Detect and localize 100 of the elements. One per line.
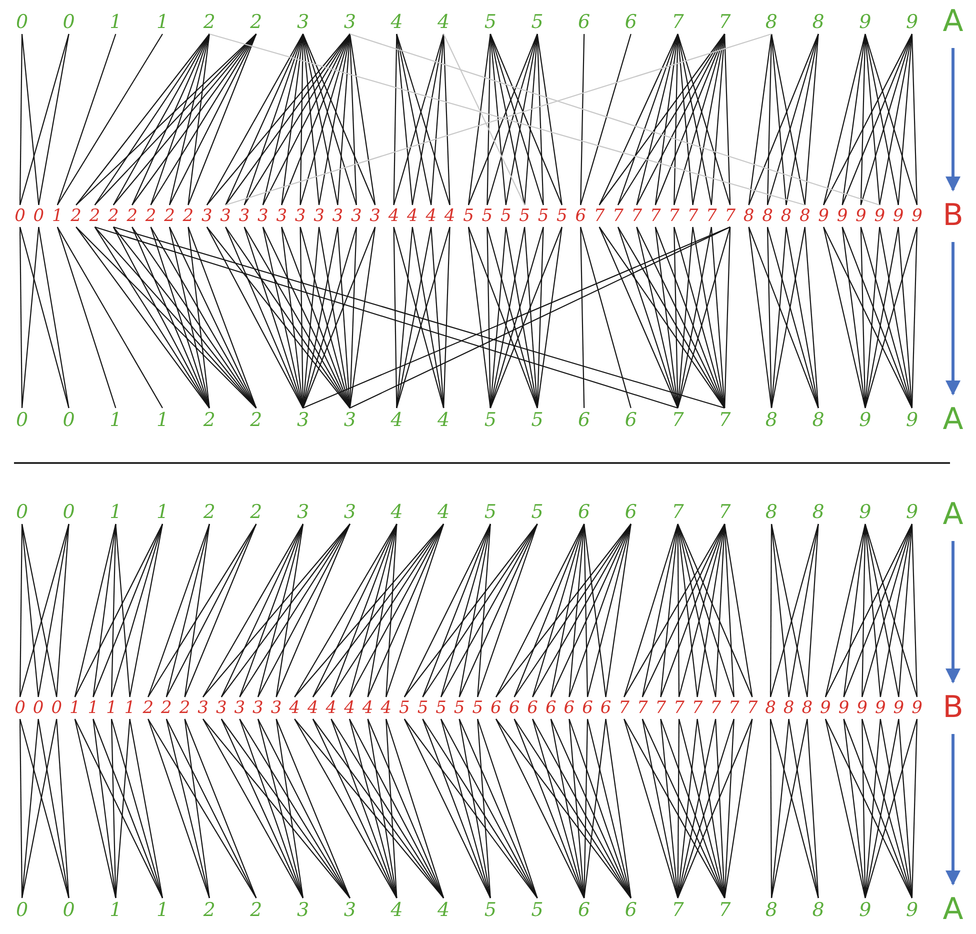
digit-label: 7 xyxy=(654,697,668,719)
stage-label: A xyxy=(938,402,968,438)
digit-label: 7 xyxy=(648,205,662,227)
digit-label: 6 xyxy=(622,898,639,922)
stage-label: A xyxy=(938,892,968,928)
digit-label: 9 xyxy=(892,697,906,719)
digit-label: 5 xyxy=(518,205,532,227)
arrow xyxy=(946,242,960,396)
digit-label: 8 xyxy=(763,898,780,922)
digit-label: 7 xyxy=(617,697,632,719)
digit-label: 3 xyxy=(368,205,382,227)
digit-label: 2 xyxy=(178,697,192,719)
digit-label: 2 xyxy=(181,205,196,227)
stage-label: B xyxy=(938,690,968,726)
digit-label: 7 xyxy=(611,205,625,227)
stage-label: A xyxy=(938,497,968,533)
digit-label: 0 xyxy=(60,500,77,524)
stage-label: B xyxy=(938,198,968,234)
digit-label: 0 xyxy=(13,697,27,719)
digit-label: 4 xyxy=(388,898,405,922)
digit-label: 7 xyxy=(667,205,682,227)
digit-label: 3 xyxy=(196,697,210,719)
digit-label: 7 xyxy=(592,205,606,227)
digit-label: 2 xyxy=(159,697,174,719)
digit-label: 1 xyxy=(154,10,171,34)
digit-label: 5 xyxy=(554,205,569,227)
digit-label: 0 xyxy=(60,898,77,922)
digit-label: 1 xyxy=(154,500,171,524)
digit-label: 7 xyxy=(635,697,650,719)
digit-label: 6 xyxy=(488,697,503,719)
digit-label: 5 xyxy=(452,697,466,719)
digit-label: 4 xyxy=(388,10,405,34)
digit-label: 5 xyxy=(482,408,498,432)
digit-label: 4 xyxy=(388,500,405,524)
digit-label: 4 xyxy=(379,697,394,719)
digit-label: 8 xyxy=(779,205,794,227)
digit-label: 3 xyxy=(342,500,358,524)
digit-label: 6 xyxy=(576,10,592,34)
digit-label: 1 xyxy=(122,697,137,719)
digit-label: 2 xyxy=(88,205,102,227)
digit-label: 7 xyxy=(723,205,738,227)
digit-label: 1 xyxy=(104,697,119,719)
digit-label: 6 xyxy=(576,408,592,432)
digit-label: 3 xyxy=(342,10,358,34)
digit-label: 6 xyxy=(622,10,639,34)
digit-label: 2 xyxy=(141,697,156,719)
digit-label: 9 xyxy=(855,697,870,719)
digit-label: 0 xyxy=(14,10,30,34)
digit-label: 4 xyxy=(442,205,457,227)
digit-label: 6 xyxy=(574,205,588,227)
digit-label: 9 xyxy=(857,500,874,524)
digit-label: 5 xyxy=(416,697,430,719)
digit-label: 9 xyxy=(891,205,906,227)
digit-label: 2 xyxy=(69,205,84,227)
digit-label: 5 xyxy=(462,205,476,227)
digit-label: 1 xyxy=(108,10,124,34)
digit-label: 6 xyxy=(562,697,576,719)
digit-label: 0 xyxy=(13,205,27,227)
digit-label: 9 xyxy=(904,898,920,922)
digit-label: 0 xyxy=(60,408,77,432)
digit-label: 8 xyxy=(742,205,756,227)
digit-label: 7 xyxy=(716,10,733,34)
digit-label: 6 xyxy=(507,697,522,719)
digit-label: 3 xyxy=(250,697,265,719)
digit-label: 5 xyxy=(397,697,412,719)
digit-label: 7 xyxy=(686,205,700,227)
digit-label: 2 xyxy=(248,10,264,34)
digit-label: 9 xyxy=(873,697,888,719)
digit-label: 1 xyxy=(154,898,171,922)
digit-label: 7 xyxy=(716,500,733,524)
digit-label: 2 xyxy=(201,500,218,524)
digit-label: 7 xyxy=(716,898,733,922)
digit-label: 4 xyxy=(436,408,452,432)
digit-label: 1 xyxy=(108,408,124,432)
digit-label: 2 xyxy=(125,205,140,227)
digit-label: 8 xyxy=(798,205,812,227)
digit-label: 3 xyxy=(295,500,312,524)
digit-label: 1 xyxy=(50,205,64,227)
digit-label: 9 xyxy=(910,697,924,719)
digit-label: 4 xyxy=(424,205,438,227)
digit-label: 4 xyxy=(386,205,401,227)
digit-label: 9 xyxy=(836,697,851,719)
digit-label: 3 xyxy=(330,205,345,227)
digit-label: 7 xyxy=(745,697,760,719)
digit-label: 7 xyxy=(670,898,686,922)
digit-label: 3 xyxy=(295,898,312,922)
digit-label: 3 xyxy=(214,697,228,719)
digit-label: 4 xyxy=(405,205,420,227)
digit-label: 7 xyxy=(670,500,686,524)
digit-label: 5 xyxy=(434,697,448,719)
digit-label: 4 xyxy=(436,500,452,524)
digit-label: 3 xyxy=(232,697,247,719)
digit-label: 0 xyxy=(32,205,46,227)
digit-label: 5 xyxy=(482,898,498,922)
digit-label: 2 xyxy=(248,408,264,432)
digit-label: 8 xyxy=(800,697,814,719)
digit-label: 8 xyxy=(764,697,778,719)
digit-label: 6 xyxy=(622,500,639,524)
digit-label: 3 xyxy=(295,408,312,432)
digit-label: 9 xyxy=(816,205,831,227)
